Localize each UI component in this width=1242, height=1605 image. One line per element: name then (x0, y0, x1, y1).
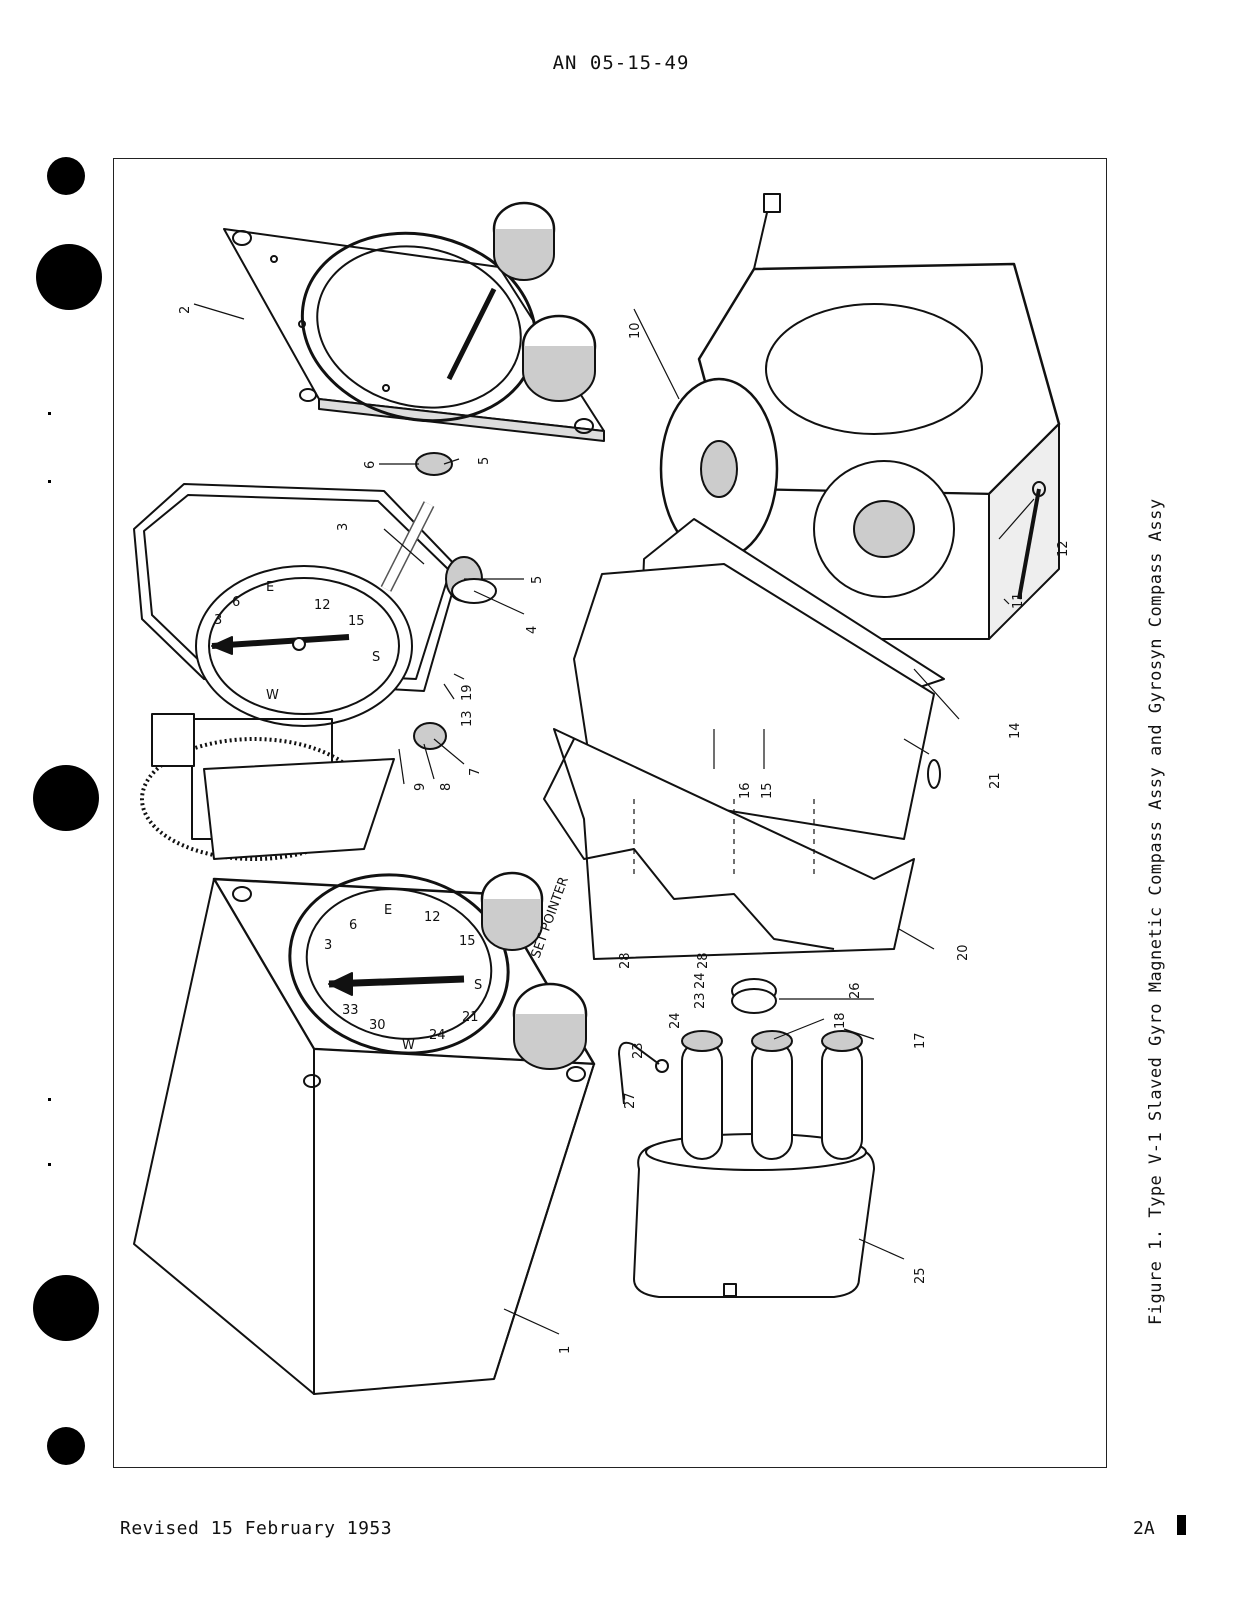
callout-16: 16 (738, 782, 753, 799)
callout-3: 3 (336, 523, 351, 531)
callout-11: 11 (1011, 592, 1026, 609)
callout-25: 25 (913, 1267, 928, 1284)
callout-17: 17 (913, 1032, 928, 1049)
callout-7: 7 (468, 768, 483, 776)
callout-6: 6 (363, 461, 378, 469)
dial-mark: 3 (214, 613, 222, 628)
callout-2: 2 (178, 306, 193, 314)
callout-15: 15 (760, 782, 775, 799)
dial-mark: 15 (459, 934, 476, 949)
bezel-plate (223, 201, 605, 442)
callout-21: 21 (988, 772, 1003, 789)
callout-14: 14 (1008, 722, 1023, 739)
dial-upper-marks: 3 6 E 12 15 S W (214, 580, 380, 703)
callout-4: 4 (525, 626, 540, 634)
callout-28a: 28 (618, 952, 633, 969)
callout-5b: 5 (477, 457, 492, 465)
exploded-view-drawing: 3 6 E 12 15 S W 3 6 E 12 15 S 21 24 W 30… (133, 193, 1071, 1395)
dial-mark: S (474, 978, 482, 993)
dial-mark: W (266, 688, 279, 703)
dial-mark: E (266, 580, 274, 595)
dial-mechanism (133, 452, 497, 861)
dial-mark: 3 (324, 938, 332, 953)
callout-23a: 23 (631, 1042, 646, 1059)
callout-23b: 23 (693, 992, 708, 1009)
change-bar (1177, 1515, 1186, 1535)
dial-mark: W (402, 1038, 415, 1053)
callouts: 1 2 3 4 5 5 6 7 8 9 10 11 12 13 14 15 16… (178, 306, 1071, 1354)
punch-hole (47, 1427, 85, 1465)
dial-mark: 12 (314, 598, 331, 613)
punch-hole (33, 1275, 99, 1341)
dial-lower-marks: 3 6 E 12 15 S 21 24 W 30 33 (324, 903, 482, 1053)
punch-hole (36, 244, 102, 310)
margin-tick (48, 412, 51, 415)
callout-24a: 24 (668, 1012, 683, 1029)
punch-hole (47, 157, 85, 195)
callout-13: 13 (460, 710, 475, 727)
dial-mark: 33 (342, 1003, 359, 1018)
margin-tick (48, 480, 51, 483)
callout-8: 8 (439, 783, 454, 791)
callout-10: 10 (628, 322, 643, 339)
revision-date: Revised 15 February 1953 (120, 1518, 393, 1539)
tube-shield (618, 978, 875, 1298)
broken-housing (543, 563, 941, 960)
instrument-case (133, 871, 596, 1395)
callout-24b: 24 (693, 972, 708, 989)
callout-28b: 28 (696, 952, 711, 969)
callout-20: 20 (956, 944, 971, 961)
margin-tick (48, 1163, 51, 1166)
callout-18: 18 (833, 1012, 848, 1029)
dial-mark: 24 (429, 1028, 446, 1043)
dial-mark: 12 (424, 910, 441, 925)
dial-mark: 30 (369, 1018, 386, 1033)
dial-mark: E (384, 903, 392, 918)
callout-19: 19 (460, 684, 475, 701)
page-number: 2A (1133, 1518, 1155, 1539)
callout-12: 12 (1056, 540, 1071, 557)
dial-mark: S (372, 650, 380, 665)
figure-caption: Figure 1. Type V-1 Slaved Gyro Magnetic … (1146, 498, 1166, 1325)
dial-mark: 6 (232, 595, 240, 610)
callout-27: 27 (623, 1092, 638, 1109)
margin-tick (48, 1098, 51, 1101)
dial-mark: 15 (348, 614, 365, 629)
callout-26: 26 (848, 982, 863, 999)
dial-mark: 21 (462, 1010, 479, 1025)
callout-5a: 5 (530, 576, 545, 584)
dial-mark: 6 (349, 918, 357, 933)
document-number: AN 05-15-49 (552, 52, 690, 74)
punch-hole (33, 765, 99, 831)
callout-1: 1 (558, 1346, 573, 1354)
callout-9: 9 (413, 783, 428, 791)
figure-frame: 3 6 E 12 15 S W 3 6 E 12 15 S 21 24 W 30… (113, 158, 1107, 1468)
